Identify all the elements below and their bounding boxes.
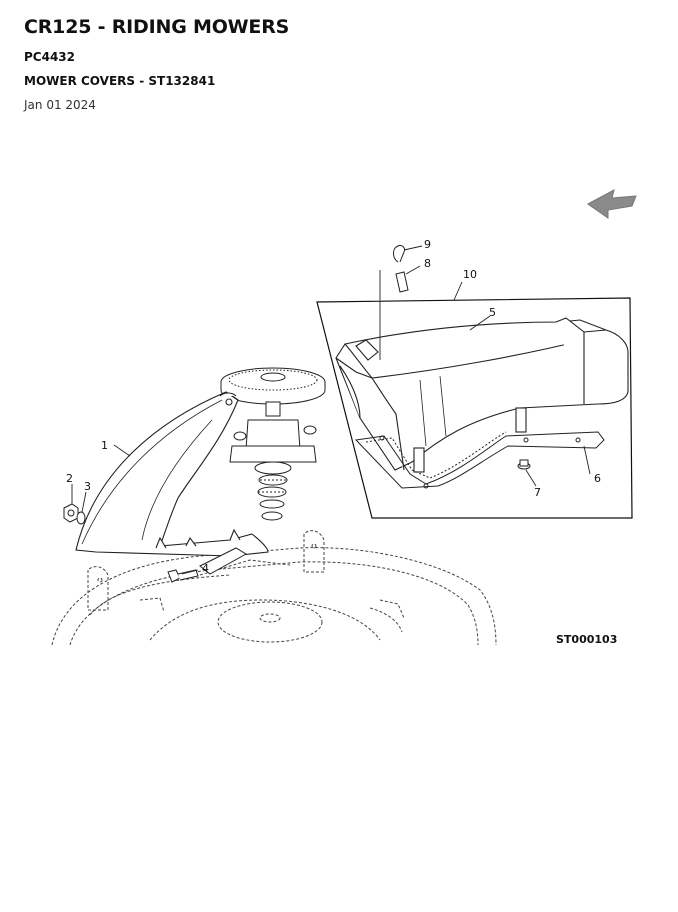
detail-inset-frame — [316, 297, 633, 519]
bolt — [167, 547, 247, 583]
flange-nut — [517, 459, 531, 470]
callout-9: 9 — [424, 238, 431, 251]
leader-lines — [71, 245, 591, 575]
direction-arrow-icon — [587, 189, 637, 219]
nut-and-washer — [63, 503, 86, 525]
belt-cover — [75, 391, 269, 557]
callout-3: 3 — [84, 480, 91, 493]
section-title: MOWER COVERS - ST132841 — [24, 74, 216, 88]
deflector-plate — [354, 431, 605, 489]
spindle-pulley — [220, 367, 326, 521]
callout-6: 6 — [594, 472, 601, 485]
callout-8: 8 — [424, 257, 431, 270]
callout-5: 5 — [489, 306, 496, 319]
page-title: CR125 - RIDING MOWERS — [24, 16, 290, 38]
callout-2: 2 — [66, 472, 73, 485]
callout-1: 1 — [101, 439, 108, 452]
pin-and-clip — [393, 245, 409, 293]
callout-10: 10 — [463, 268, 477, 281]
mower-deck — [51, 530, 497, 646]
product-code: PC4432 — [24, 50, 75, 64]
discharge-chute — [335, 317, 629, 473]
callout-4: 4 — [202, 562, 209, 575]
callout-7: 7 — [534, 486, 541, 499]
figure-id: ST000103 — [556, 633, 617, 646]
date: Jan 01 2024 — [24, 98, 96, 112]
